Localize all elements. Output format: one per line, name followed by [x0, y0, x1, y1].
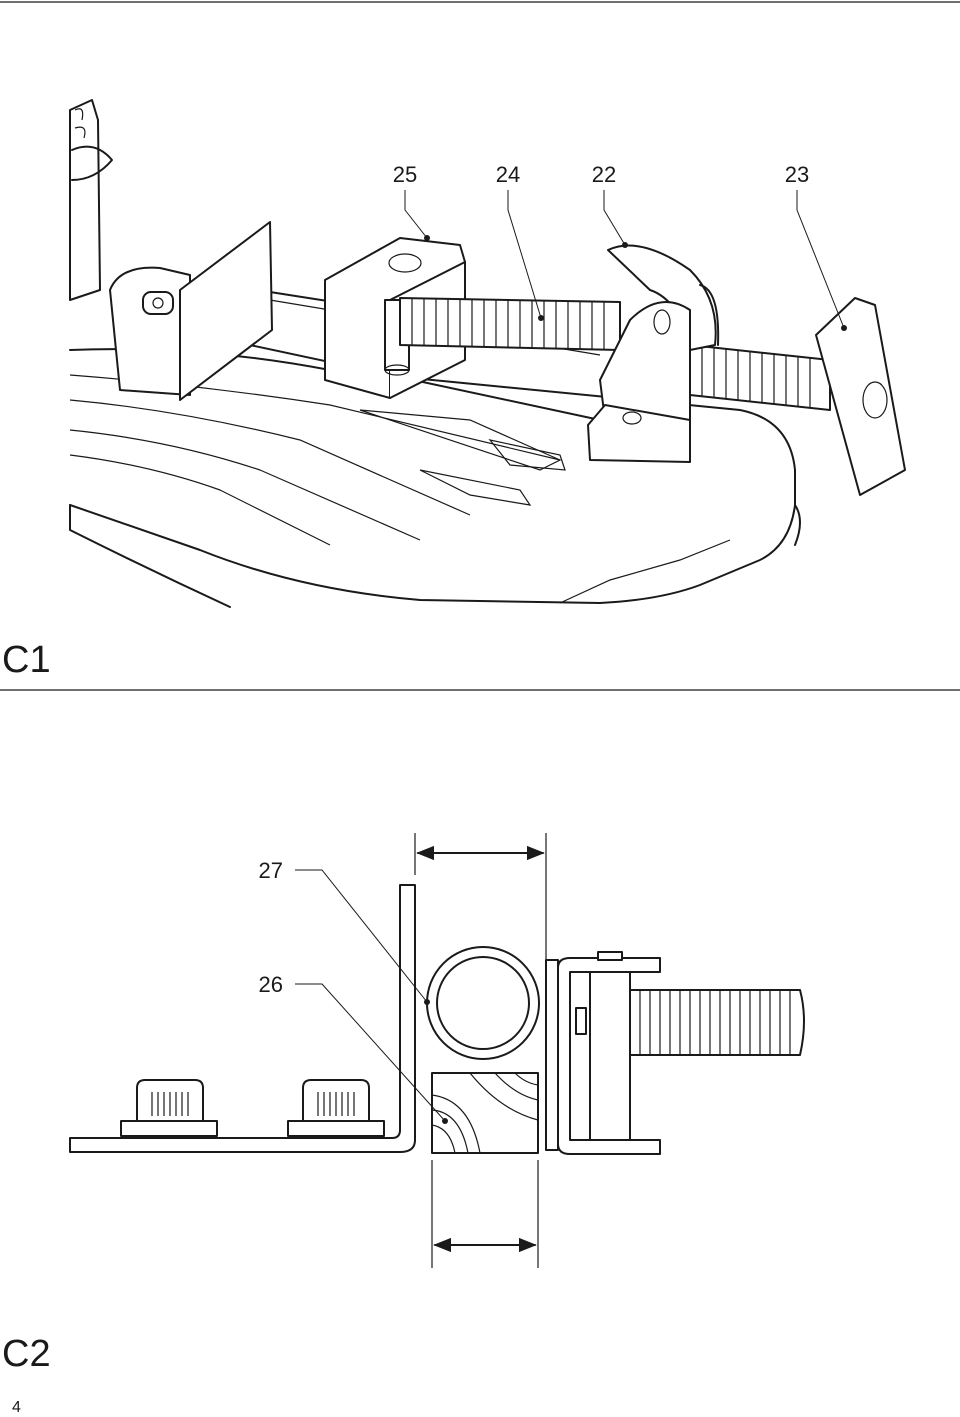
figure-c1: 25 24 22 23 C1: [0, 0, 960, 700]
threaded-spindle: [629, 989, 805, 1056]
page-footer: 4: [12, 1399, 21, 1416]
figure-c2: 27 26 C2: [0, 700, 960, 1390]
callout-26: 26: [259, 972, 283, 997]
dimension-bottom: [431, 1160, 539, 1268]
callout-24: 24: [496, 162, 520, 187]
callout-25: 25: [393, 162, 417, 187]
c1-leaders: [404, 190, 847, 331]
part-27-round-workpiece: [426, 946, 540, 1060]
left-fence-block: [109, 221, 273, 401]
part-26-wood-block: [431, 1072, 539, 1154]
base-bar: [69, 884, 416, 1153]
nut-right: [287, 1079, 385, 1137]
clamp-jaw: [545, 951, 661, 1155]
base-plate: [69, 348, 801, 608]
callout-22: 22: [592, 162, 616, 187]
figure-c1-drawing: 25 24 22 23 C1: [0, 1, 960, 691]
figure-c2-drawing: 27 26 C2: [2, 833, 805, 1375]
figure-label-c1: C1: [2, 639, 51, 681]
dimension-top: [414, 833, 547, 960]
callout-27: 27: [259, 858, 283, 883]
figure-label-c2: C2: [2, 1333, 51, 1375]
part-23-handle: [815, 297, 906, 496]
nut-left: [120, 1079, 218, 1137]
callout-23: 23: [785, 162, 809, 187]
c2-leaders: [295, 869, 448, 1124]
saw-body: [69, 99, 113, 301]
part-24-spindle: [399, 297, 831, 411]
part-22-clamp: [587, 244, 720, 463]
page-number: 4: [12, 1399, 21, 1416]
